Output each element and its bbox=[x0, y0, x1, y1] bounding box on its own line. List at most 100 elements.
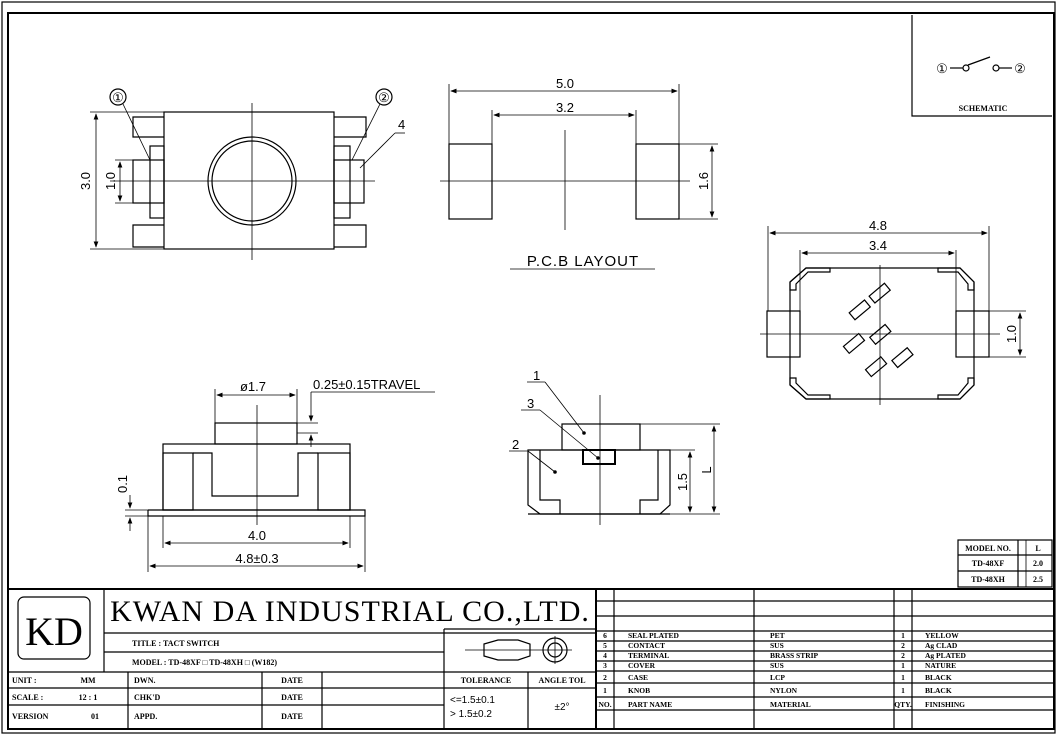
bom-material: SUS bbox=[770, 641, 784, 650]
l-row-2: 2.5 bbox=[1033, 575, 1043, 584]
dim-bottom-inner: 3.4 bbox=[869, 238, 887, 253]
bom-row-5: 5 CONTACT SUS 2 Ag CLAD bbox=[603, 641, 958, 650]
bom-header-part: PART NAME bbox=[628, 700, 672, 709]
label-pin1: ① bbox=[112, 90, 124, 105]
version-val: 01 bbox=[91, 712, 99, 721]
dim-side-overall: 4.8±0.3 bbox=[235, 551, 278, 566]
unit-key: UNIT : bbox=[12, 676, 37, 685]
label-part4: 4 bbox=[398, 117, 405, 132]
bom-part: KNOB bbox=[628, 686, 650, 695]
scale-val: 12 : 1 bbox=[79, 693, 98, 702]
bom-finishing: Ag CLAD bbox=[925, 641, 958, 650]
model-table bbox=[957, 539, 1053, 588]
bom-row-2: 2 CASE LCP 1 BLACK bbox=[603, 673, 952, 682]
bom-no: 4 bbox=[603, 651, 607, 660]
bom-row-3: 3 COVER SUS 1 NATURE bbox=[603, 661, 956, 670]
pcb-layout bbox=[440, 84, 718, 270]
bom-no: 1 bbox=[603, 686, 607, 695]
dim-section-L: L bbox=[699, 466, 714, 473]
company-name: KWAN DA INDUSTRIAL CO.,LTD. bbox=[110, 595, 590, 628]
schematic-pin2: ② bbox=[1014, 61, 1026, 76]
section-label-2: 2 bbox=[512, 437, 519, 452]
dim-top-height: 3.0 bbox=[78, 172, 93, 190]
tolerance-1: <=1.5±0.1 bbox=[450, 695, 495, 706]
dim-bottom-overall: 4.8 bbox=[869, 218, 887, 233]
dim-travel: 0.25±0.15TRAVEL bbox=[313, 377, 420, 392]
chk-date: DATE bbox=[281, 693, 303, 702]
appd-label: APPD. bbox=[134, 712, 157, 721]
l-header: L bbox=[1035, 544, 1040, 553]
dim-bottom-height: 1.0 bbox=[1004, 325, 1019, 343]
dwn-date: DATE bbox=[281, 676, 303, 685]
chk-label: CHK'D bbox=[134, 693, 160, 702]
bom-finishing: Ag PLATED bbox=[925, 651, 966, 660]
bom-material: SUS bbox=[770, 661, 784, 670]
bom-part: SEAL PLATED bbox=[628, 631, 680, 640]
bom-row-4: 4 TERMINAL BRASS STRIP 2 Ag PLATED bbox=[603, 651, 966, 660]
section-label-1: 1 bbox=[533, 368, 540, 383]
bom-finishing: BLACK bbox=[925, 673, 952, 682]
inner-border bbox=[7, 12, 1055, 730]
dim-section-height: 1.5 bbox=[675, 473, 690, 491]
unit-val: MM bbox=[80, 676, 96, 685]
bom-header-material: MATERIAL bbox=[770, 700, 811, 709]
bom-header-finishing: FINISHING bbox=[925, 700, 965, 709]
dim-thickness: 0.1 bbox=[115, 475, 130, 493]
tolerance-2: > 1.5±0.2 bbox=[450, 709, 492, 720]
bom-part: CONTACT bbox=[628, 641, 665, 650]
bom-qty: 2 bbox=[901, 651, 905, 660]
bom-material: BRASS STRIP bbox=[770, 651, 819, 660]
l-row-1: 2.0 bbox=[1033, 559, 1043, 568]
bom-row-1: 1 KNOB NYLON 1 BLACK bbox=[603, 686, 952, 695]
bom-qty: 2 bbox=[901, 641, 905, 650]
bottom-view bbox=[760, 226, 1026, 405]
bom-grid bbox=[596, 589, 1054, 729]
title-line: TITLE : TACT SWITCH bbox=[132, 639, 220, 648]
model-row-1: TD-48XF bbox=[972, 559, 1005, 568]
bom-header-no: NO. bbox=[598, 700, 611, 709]
bom-qty: 1 bbox=[901, 631, 905, 640]
bom-part: COVER bbox=[628, 661, 656, 670]
bom-qty: 1 bbox=[901, 661, 905, 670]
model-header: MODEL NO. bbox=[965, 544, 1011, 553]
top-view bbox=[90, 88, 405, 260]
dim-pcb-height: 1.6 bbox=[696, 172, 711, 190]
angle-tol-label: ANGLE TOL bbox=[538, 676, 585, 685]
bom-row-6: 6 SEAL PLATED PET 1 YELLOW bbox=[603, 631, 959, 640]
company-logo: KD bbox=[25, 609, 83, 654]
appd-date: DATE bbox=[281, 712, 303, 721]
dim-knob-dia: ø1.7 bbox=[240, 379, 266, 394]
bom-no: 2 bbox=[603, 673, 607, 682]
dim-top-inner: 1.0 bbox=[103, 172, 118, 190]
schematic-box bbox=[911, 15, 1052, 117]
bom-header: NO. PART NAME MATERIAL QTY. FINISHING bbox=[598, 700, 965, 709]
schematic-label: SCHEMATIC bbox=[959, 104, 1008, 113]
dwn-label: DWN. bbox=[134, 676, 156, 685]
bom-finishing: BLACK bbox=[925, 686, 952, 695]
schematic-pin1: ① bbox=[936, 61, 948, 76]
label-pin2: ② bbox=[378, 90, 390, 105]
bom-no: 3 bbox=[603, 661, 607, 670]
bom-finishing: NATURE bbox=[925, 661, 956, 670]
bom-no: 6 bbox=[603, 631, 607, 640]
title-block-lines bbox=[8, 588, 1054, 729]
bom-part: TERMINAL bbox=[628, 651, 669, 660]
version-key: VERSION bbox=[12, 712, 49, 721]
bom-qty: 1 bbox=[901, 673, 905, 682]
tolerance-label: TOLERANCE bbox=[461, 676, 512, 685]
dim-pcb-inner: 3.2 bbox=[556, 100, 574, 115]
bom-material: NYLON bbox=[770, 686, 798, 695]
dim-pcb-overall: 5.0 bbox=[556, 76, 574, 91]
bom-no: 5 bbox=[603, 641, 607, 650]
pcb-layout-title: P.C.B LAYOUT bbox=[527, 253, 639, 270]
bom-material: PET bbox=[770, 631, 785, 640]
bom-finishing: YELLOW bbox=[925, 631, 959, 640]
section-label-3: 3 bbox=[527, 396, 534, 411]
dim-side-inner: 4.0 bbox=[248, 528, 266, 543]
bom-header-qty: QTY. bbox=[894, 700, 912, 709]
side-view bbox=[125, 389, 435, 572]
model-line: MODEL : TD-48XF □ TD-48XH □ (W182) bbox=[132, 658, 277, 667]
angle-tol-value: ±2° bbox=[554, 702, 569, 713]
bom-qty: 1 bbox=[901, 686, 905, 695]
